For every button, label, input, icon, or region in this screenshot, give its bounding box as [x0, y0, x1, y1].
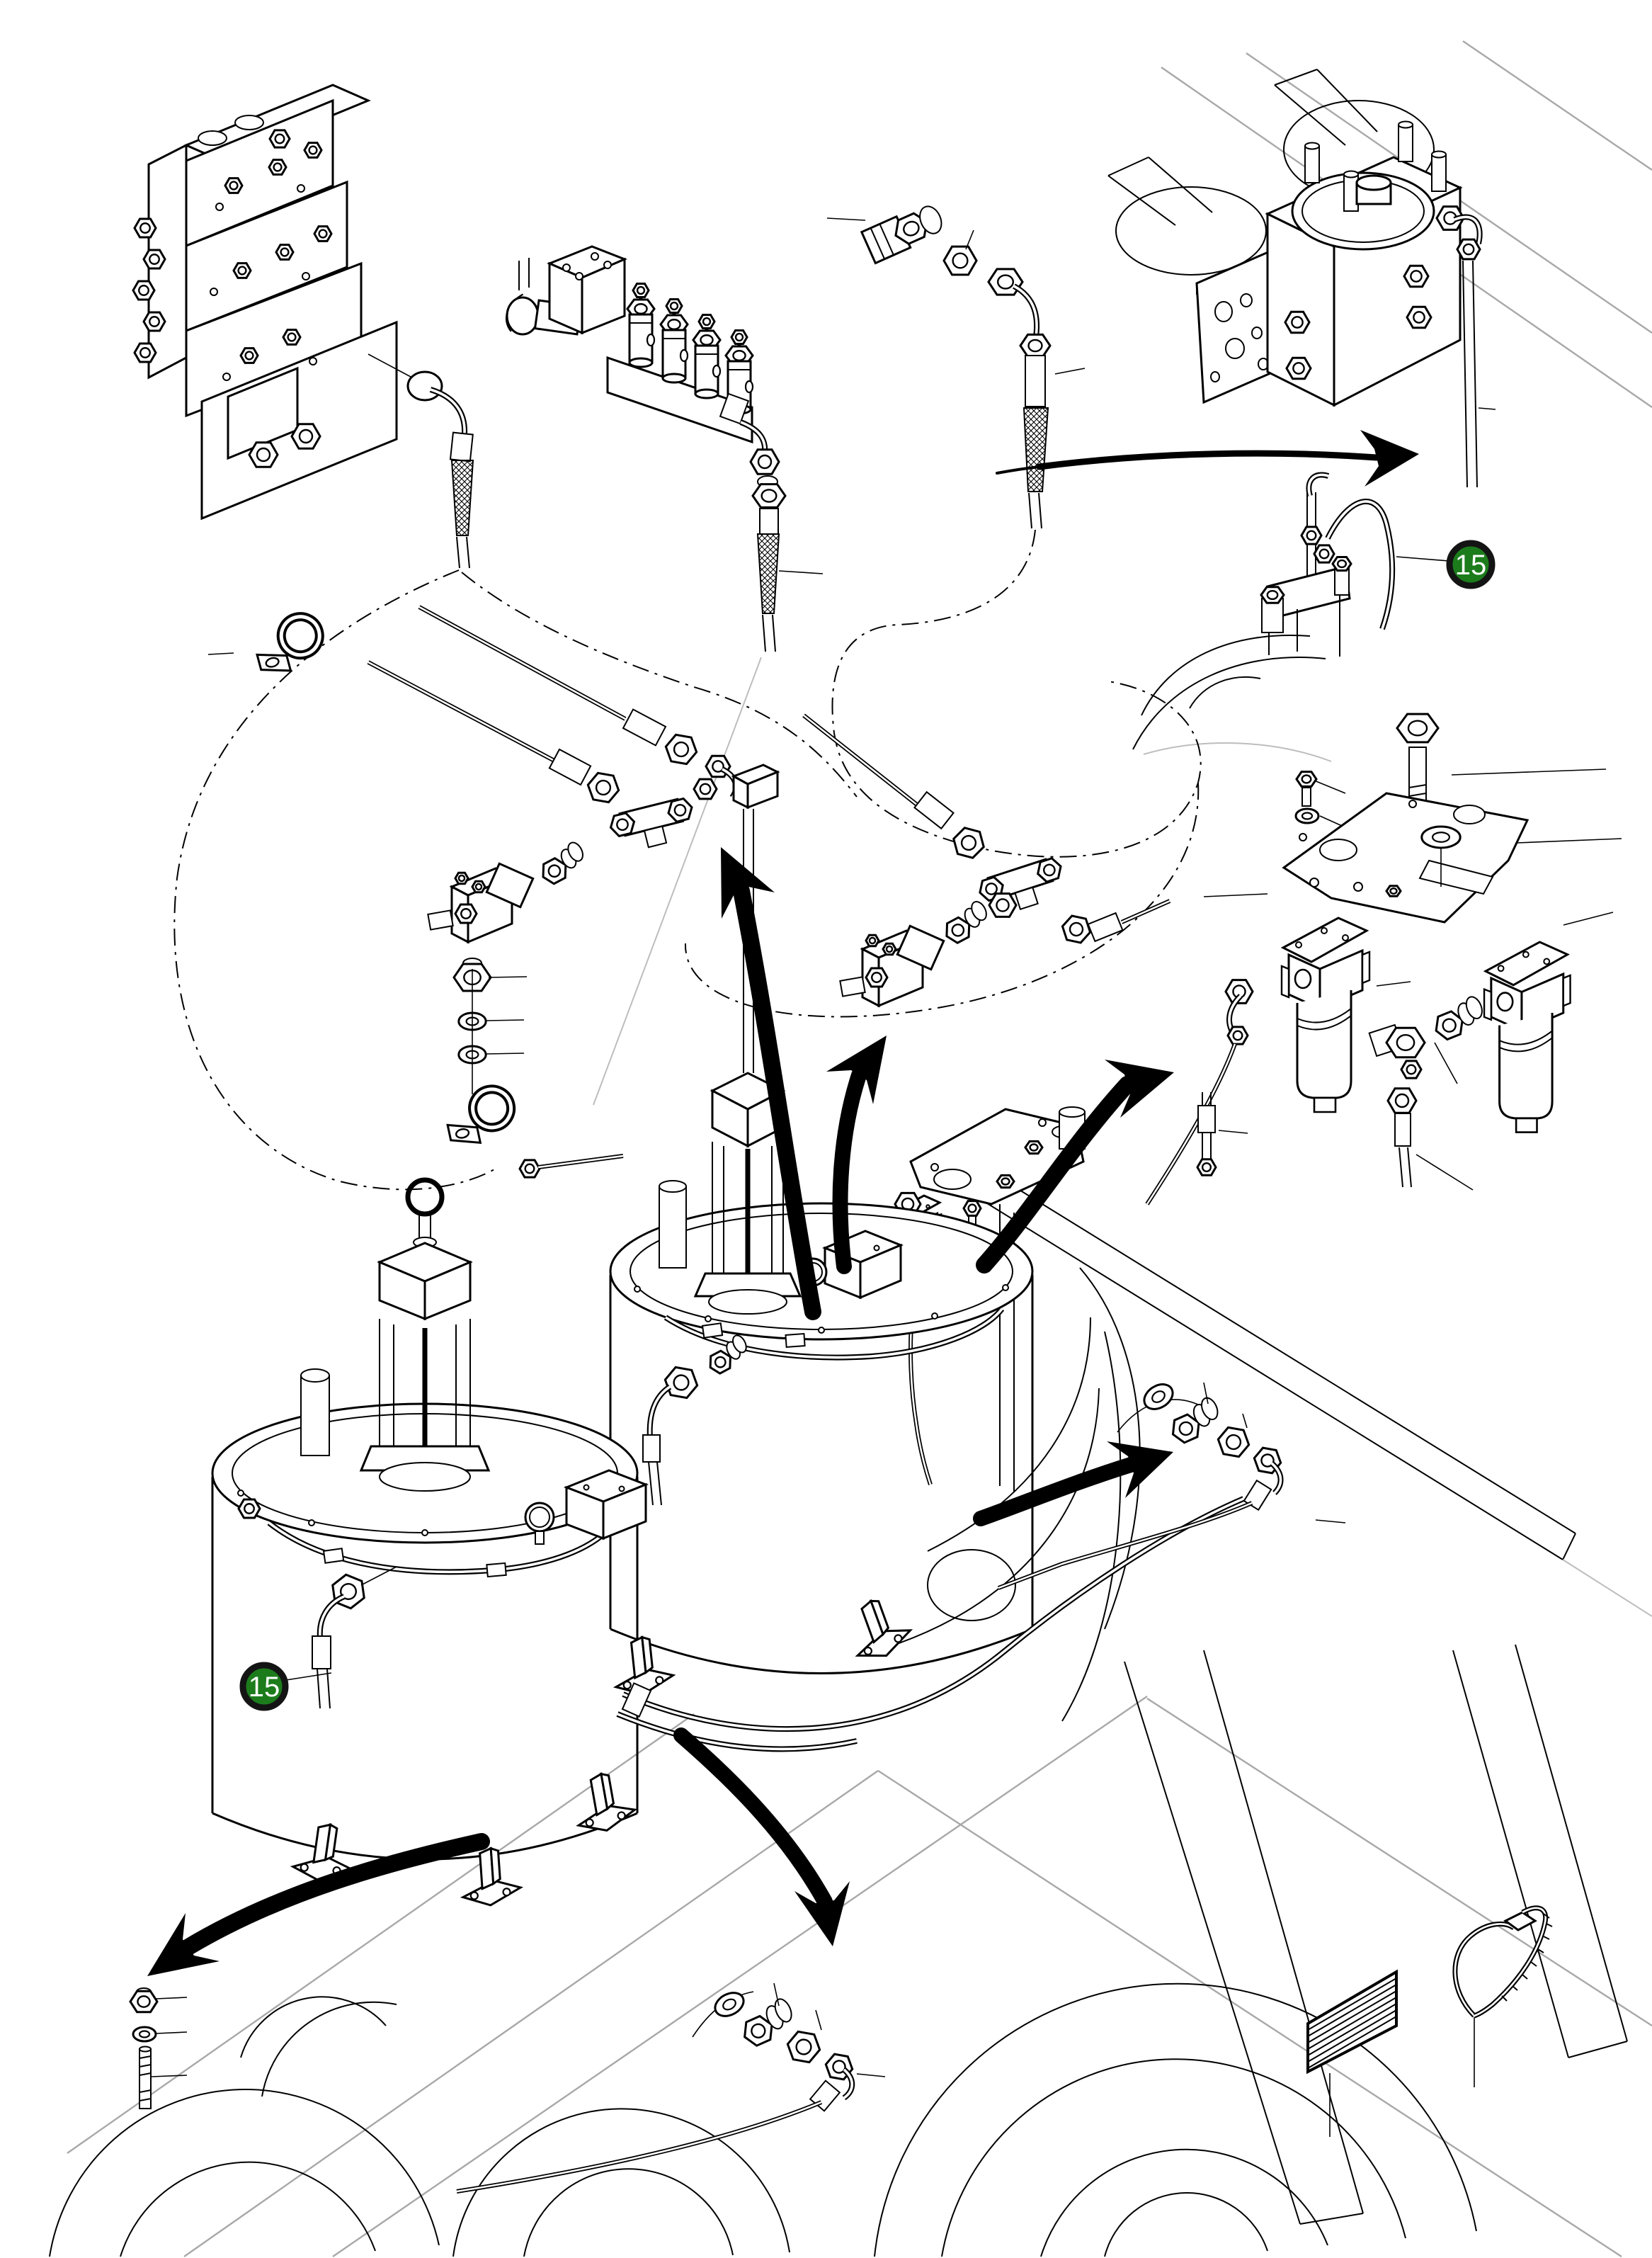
stud-hardware-set: [129, 1987, 188, 2109]
small-washer: [1294, 807, 1320, 824]
solenoid-valve-center: [839, 924, 945, 1008]
plate-washer: [1422, 827, 1460, 848]
p-clamp-upper: [251, 613, 327, 679]
bracket-plate: [1282, 792, 1529, 924]
decal-label: [1306, 1969, 1398, 2137]
pump-block-assembly: [1195, 120, 1496, 488]
pump-studs: [1304, 120, 1447, 212]
filter-right: [1483, 941, 1572, 1133]
machine-frame-outline: [49, 40, 1652, 2258]
callout-badge-right[interactable]: 15: [1396, 540, 1496, 589]
mounting-hardware-right: [1203, 714, 1622, 924]
badge-number-left: 15: [249, 1672, 280, 1703]
washer: [132, 2026, 157, 2043]
callout-badge-left[interactable]: 15: [239, 1662, 332, 1711]
left-hose-cluster: [207, 605, 739, 1179]
filter-fittings: [1368, 996, 1483, 1191]
filter-pair: [1145, 912, 1614, 1205]
lock-nut: [129, 1990, 159, 2014]
arrow-up-right-icon: [826, 1036, 887, 1274]
pump-tower-front: [359, 1177, 491, 1492]
solenoid-valve-left: [427, 862, 535, 944]
lubricant-tank-rear: [609, 764, 1034, 1674]
grease-distributor-manifold: [505, 245, 824, 652]
valve-manifold-stack: [132, 84, 398, 521]
bulkhead-fitting-right: [997, 1380, 1346, 1590]
locknut-washer-set: [452, 958, 528, 1094]
arrow-long-right-icon: [996, 430, 1419, 487]
center-tee-cluster: [802, 713, 1171, 1008]
tank-outlet-hoses: [616, 1496, 1245, 1752]
flow-arrows: [147, 430, 1419, 1976]
hose-fitting-chain: [826, 205, 1086, 529]
tee-fitting-center: [976, 855, 1065, 911]
phantom-routing-lines: [173, 529, 1202, 1191]
arrow-down-icon: [673, 1727, 850, 1946]
p-clamp-lower: [442, 1086, 517, 1149]
lubricant-tank-front: [211, 1177, 649, 1861]
junction-box-front: [563, 1469, 649, 1541]
arrow-down-left-icon: [147, 1833, 490, 1976]
arrow-right-lower-icon: [973, 1441, 1173, 1526]
cable-tie: [1452, 1905, 1553, 2087]
check-valve-assembly: [1260, 472, 1396, 657]
tee-fitting-left: [607, 796, 695, 849]
arrow-up-left-icon: [721, 847, 821, 1320]
filter-left: [1280, 917, 1371, 1113]
tank-rear-fittings: [642, 1334, 747, 1506]
badge-hose-left: [312, 1566, 397, 1709]
bulkhead-fitting-bottom: [456, 1982, 886, 2194]
threaded-stud: [139, 2046, 152, 2109]
small-screw: [1295, 771, 1318, 807]
badge-number-right: 15: [1455, 550, 1487, 581]
arrow-right-center-icon: [976, 1060, 1174, 1273]
manifold-outlet-hose: [368, 353, 474, 569]
